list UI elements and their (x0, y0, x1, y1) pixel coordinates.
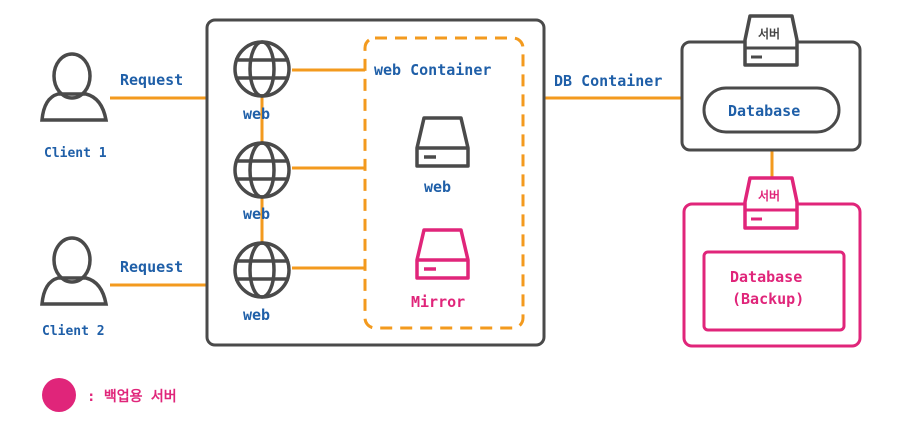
web-node-3: web (233, 241, 291, 324)
server-icon (415, 228, 470, 280)
client-2: Client 2 (40, 236, 109, 339)
web-container-title: web Container (374, 61, 491, 79)
web-server: web (415, 116, 470, 196)
globe-icon (233, 141, 291, 199)
web-tier-box (205, 18, 546, 347)
backup-db-label-line2: (Backup) (732, 290, 804, 308)
connection-lines (110, 68, 774, 287)
db-server-icon: 서버 (743, 14, 799, 67)
db-container-label: DB Container (554, 72, 662, 90)
backup-database-box (702, 250, 846, 332)
request-label-2: Request (120, 258, 183, 276)
server-icon (415, 116, 470, 168)
database-pill (702, 86, 841, 134)
web-node-3-label: web (243, 306, 270, 324)
globe-icon (233, 40, 291, 98)
database-label: Database (728, 102, 800, 120)
client-1-label: Client 1 (44, 146, 107, 161)
web-node-1: web (233, 40, 291, 123)
legend-pink-dot (42, 378, 76, 412)
request-label-1: Request (120, 71, 183, 89)
backup-server-icon: 서버 (743, 176, 799, 230)
web-node-1-label: web (243, 105, 270, 123)
globe-icon (233, 241, 291, 299)
legend-text: : 백업용 서버 (87, 388, 177, 405)
backup-db-label-line1: Database (730, 268, 802, 286)
client-1: Client 1 (40, 52, 109, 161)
web-server-label: web (424, 178, 451, 196)
user-icon (40, 236, 109, 306)
mirror-label: Mirror (411, 293, 465, 311)
web-container-box (363, 36, 525, 330)
backup-server-icon-label: 서버 (758, 188, 780, 203)
web-node-2: web (233, 141, 291, 223)
db-server-icon-label: 서버 (758, 26, 780, 41)
user-icon (40, 52, 109, 122)
web-node-2-label: web (243, 205, 270, 223)
mirror-server: Mirror (411, 228, 470, 311)
client-2-label: Client 2 (42, 324, 105, 339)
